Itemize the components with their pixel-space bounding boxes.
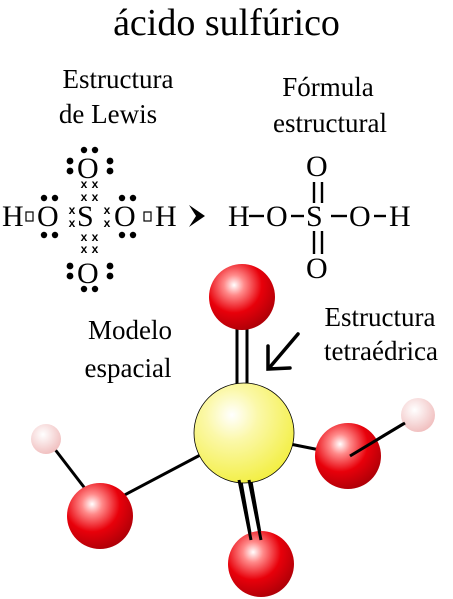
formula-atom-o-left: O xyxy=(266,200,288,233)
formula-bonds xyxy=(249,182,386,254)
model-atom-oxygen-left xyxy=(67,483,133,549)
formula-label-line2: estructural xyxy=(273,108,387,138)
lewis-dots-right-o xyxy=(118,194,137,239)
tetra-label-line1: Estructura xyxy=(324,302,436,332)
svg-text:x: x xyxy=(104,203,111,217)
svg-text:x: x xyxy=(92,230,99,244)
lewis-atom-h-left: H xyxy=(2,200,24,233)
model-atom-hydrogen-right xyxy=(401,398,435,432)
lewis-dots-bottom-o xyxy=(66,262,114,293)
model-atom-oxygen-right xyxy=(315,423,381,489)
lewis-label-line2: de Lewis xyxy=(58,99,158,129)
svg-text:x: x xyxy=(104,216,111,230)
formula-atom-s: S xyxy=(306,200,323,233)
tetra-pointer-arrow-icon xyxy=(266,332,300,371)
lewis-atom-o-bottom: O xyxy=(77,257,99,290)
model-bonds-front xyxy=(237,421,406,541)
formula-label-line1: Fórmula xyxy=(282,72,374,102)
diagram-title: ácido sulfúrico xyxy=(113,2,340,44)
formula-atom-h-left: H xyxy=(228,200,250,233)
svg-text:x: x xyxy=(92,190,99,204)
lewis-atom-s: S xyxy=(77,200,94,233)
svg-text:x: x xyxy=(69,216,76,230)
svg-text:x: x xyxy=(81,242,88,256)
lewis-to-formula-arrow-icon xyxy=(189,205,205,227)
model-atom-sulfur xyxy=(193,382,295,484)
svg-text:x: x xyxy=(92,242,99,256)
svg-text:x: x xyxy=(69,203,76,217)
lewis-dots-left-o xyxy=(40,194,59,239)
lewis-electron-box-left xyxy=(25,211,34,222)
tetra-label-line2: tetraédrica xyxy=(324,336,438,366)
formula-atom-o-top: O xyxy=(306,150,328,183)
lewis-electron-box-right xyxy=(143,211,152,222)
lewis-dots-top-o xyxy=(66,146,114,175)
model-atom-oxygen-top xyxy=(209,264,275,330)
svg-text:x: x xyxy=(81,190,88,204)
lewis-atom-o-left: O xyxy=(37,200,59,233)
lewis-atom-h-right: H xyxy=(155,200,177,233)
formula-atom-o-right: O xyxy=(349,200,371,233)
svg-text:x: x xyxy=(81,177,88,191)
model-atom-hydrogen-left xyxy=(31,424,61,454)
svg-text:x: x xyxy=(81,230,88,244)
model-label-line1: Modelo xyxy=(88,315,172,345)
lewis-atom-o-right: O xyxy=(114,200,136,233)
formula-atom-o-bottom: O xyxy=(306,252,328,285)
model-label-line2: espacial xyxy=(84,353,172,383)
lewis-label-line1: Estructura xyxy=(62,64,174,94)
model-atom-oxygen-bottom xyxy=(228,531,294,597)
formula-atom-h-right: H xyxy=(389,200,411,233)
svg-text:x: x xyxy=(92,177,99,191)
lewis-atom-o-top: O xyxy=(77,152,99,185)
